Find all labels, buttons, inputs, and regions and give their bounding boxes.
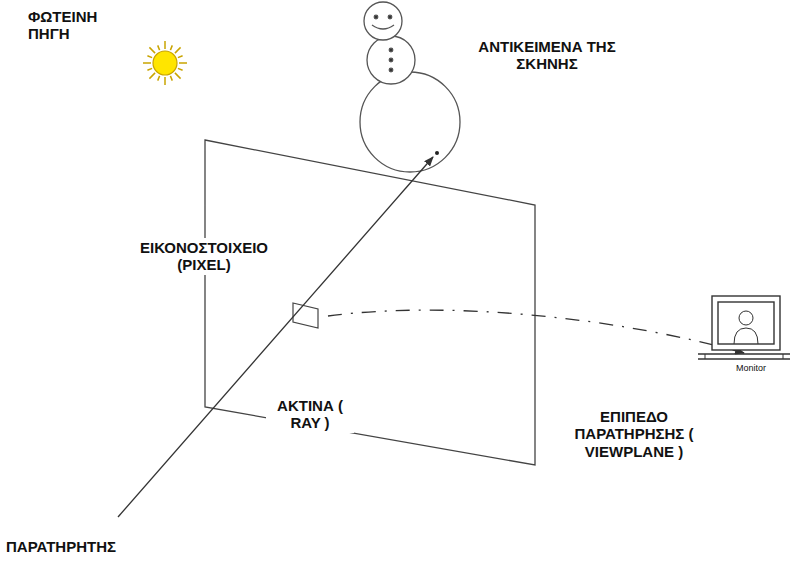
sun-ray [143,62,151,64]
sun-ray [175,47,181,53]
ray-arrow [118,157,433,517]
sun-icon [143,41,187,85]
pixel-label: ΕΙΚΟΝΟΣΤΟΙΧΕΙΟ (PIXEL) [115,238,293,275]
sun-ray [178,68,183,70]
hit-point [435,151,439,155]
monitor-label: Monitor [726,363,776,373]
sun-ray [149,47,155,53]
sun-ray [170,76,172,81]
sun-ray [147,68,152,70]
sun-ray [175,73,181,79]
sun-ray [170,45,172,50]
viewplane [205,140,535,465]
viewplane-label: ΕΠΙΠΕΔΟ ΠΑΡΑΤΗΡΗΣΗΣ ( VIEWPLANE ) [556,408,712,460]
sun-ray [179,62,187,64]
sun-ray [164,41,166,49]
pixel-to-monitor-curve [328,310,744,353]
monitor-icon [698,296,790,359]
ray-label: ΑΚΤΙΝΑ ( RAY ) [266,396,354,433]
sun-ray [178,56,183,58]
sun-ray [158,45,160,50]
scene-objects-snowman [360,2,460,172]
sun-ray [164,77,166,85]
sun-ray [158,76,160,81]
sun-ray [149,73,155,79]
scene-objects-label: ΑΝΤΙΚΕΙΜΕΝΑ ΤΗΣ ΣΚΗΝΗΣ [476,38,618,73]
observer-label: ΠΑΡΑΤΗΡΗΤΗΣ [6,538,166,555]
pixel-cell [293,303,318,328]
sun-ray [147,56,152,58]
light-source-label: ΦΩΤΕΙΝΗ ΠΗΓΗ [28,8,128,43]
